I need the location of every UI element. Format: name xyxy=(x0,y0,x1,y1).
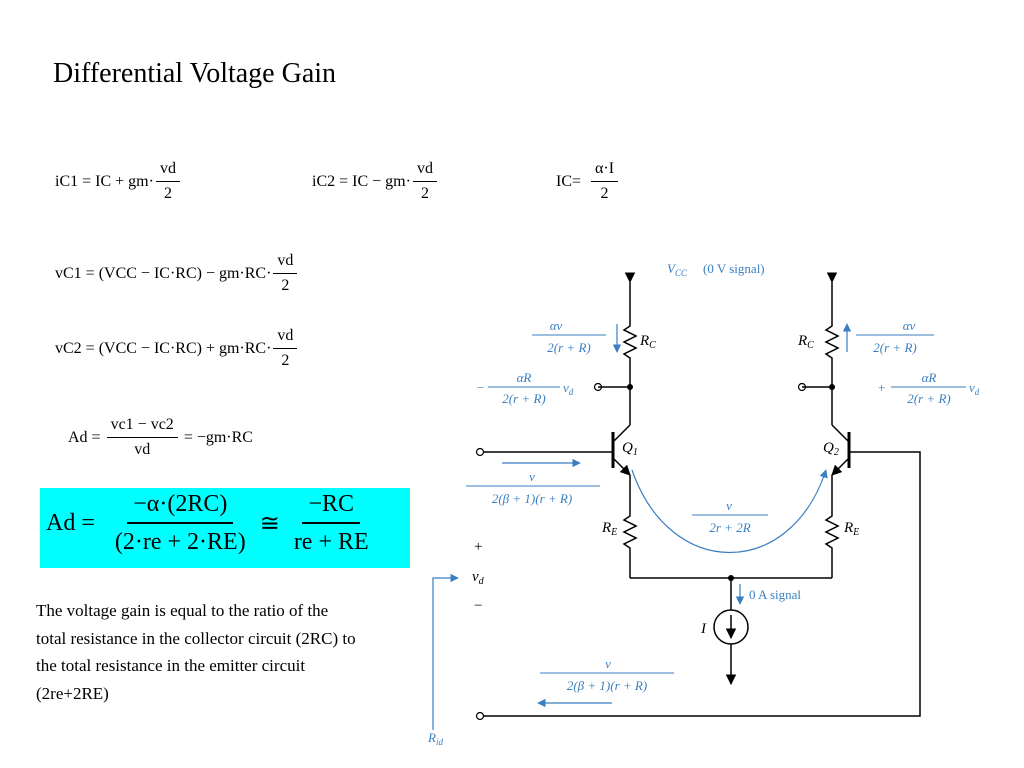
fraction-denominator: 2 xyxy=(281,277,290,294)
equation-highlight-fraction-2: −RC re + RE xyxy=(288,490,375,556)
label-vcc-signal: (0 V signal) xyxy=(703,261,765,276)
equation-vc2: vC2 = (VCC − IC·RC) + gm·RC· vd 2 xyxy=(55,327,299,370)
fraction-denominator: re + RE xyxy=(293,529,369,555)
equation-highlight-fraction-1: −α·(2RC) (2·re + 2·RE) xyxy=(109,490,252,556)
rid-arrow xyxy=(432,573,459,730)
blue-left-top-num: αv xyxy=(550,318,563,333)
blue-bottom-den: 2(β + 1)(r + R) xyxy=(567,678,647,693)
fraction-denominator: (2·re + 2·RE) xyxy=(114,529,246,555)
blue-right-mid-plus: + xyxy=(878,380,885,395)
label-rid: Rid xyxy=(427,730,443,747)
slide-title: Differential Voltage Gain xyxy=(53,58,337,89)
equation-vc2-fraction: vd 2 xyxy=(273,327,298,370)
fraction-numerator: −α·(2RC) xyxy=(127,490,234,524)
blue-left-mid-den: 2(r + R) xyxy=(502,391,545,406)
blue-left-mid-minus: − xyxy=(477,380,484,395)
label-rc-right: RC xyxy=(797,333,814,351)
blue-annotations: VCC (0 V signal) αv 2(r + R) − αR 2(r + … xyxy=(427,261,980,747)
fraction-numerator: vd xyxy=(273,252,298,274)
highlight-box xyxy=(40,488,410,568)
equation-ic-lhs: IC= xyxy=(556,172,582,190)
label-rc-left: RC xyxy=(639,333,656,351)
fraction-denominator: 2 xyxy=(281,352,290,369)
fraction-numerator: vd xyxy=(273,327,298,349)
equation-ad-lhs: Ad = xyxy=(68,428,101,446)
fraction-denominator: 2 xyxy=(600,185,609,202)
equation-ad-fraction: vc1 − vc2 vd xyxy=(106,416,178,459)
terminal-input-plus xyxy=(475,447,485,457)
blue-left-mid-num: αR xyxy=(517,370,532,385)
equation-vc2-lhs: vC2 = (VCC − IC·RC) + gm·RC· xyxy=(55,339,272,357)
equation-vc1: vC1 = (VCC − IC·RC) − gm·RC· vd 2 xyxy=(55,252,299,295)
equation-vc1-fraction: vd 2 xyxy=(273,252,298,295)
label-plus: + xyxy=(474,539,482,555)
blue-left-top-den: 2(r + R) xyxy=(547,340,590,355)
blue-right-top-den: 2(r + R) xyxy=(873,340,916,355)
emitter-current-arc xyxy=(631,469,828,553)
blue-base-num: v xyxy=(529,469,535,484)
label-minus: − xyxy=(474,598,482,614)
explanation-paragraph: The voltage gain is equal to the ratio o… xyxy=(36,601,356,703)
fraction-numerator: vd xyxy=(412,160,437,182)
equation-ic2: iC2 = IC − gm· vd 2 xyxy=(312,160,439,203)
fraction-numerator: α·I xyxy=(591,160,619,182)
fraction-denominator: 2 xyxy=(163,185,172,202)
equation-ic2-fraction: vd 2 xyxy=(412,160,437,203)
equation-vc1-lhs: vC1 = (VCC − IC·RC) − gm·RC· xyxy=(55,264,272,282)
blue-right-mid-den: 2(r + R) xyxy=(907,391,950,406)
equation-highlight-lhs: Ad = xyxy=(46,509,95,536)
equation-ad: Ad = vc1 − vc2 vd = −gm·RC xyxy=(68,416,253,459)
equation-ic2-lhs: iC2 = IC − gm· xyxy=(312,172,411,190)
equation-highlight: Ad = −α·(2RC) (2·re + 2·RE) ≅ −RC re + R… xyxy=(46,490,377,556)
blue-right-mid-num: αR xyxy=(922,370,937,385)
blue-emitter-num: v xyxy=(726,498,732,513)
blue-base-den: 2(β + 1)(r + R) xyxy=(492,491,572,506)
fraction-denominator: vd xyxy=(134,441,151,458)
fraction-numerator: −RC xyxy=(302,490,361,524)
equation-ic1-lhs: iC1 = IC + gm· xyxy=(55,172,154,190)
blue-left-mid-vd: vd xyxy=(563,380,574,397)
fraction-numerator: vd xyxy=(155,160,180,182)
label-current-source: I xyxy=(700,621,707,637)
label-vd-input: vd xyxy=(472,569,485,587)
equation-ad-rhs: = −gm·RC xyxy=(183,428,253,446)
blue-right-mid-vd: vd xyxy=(969,380,980,397)
blue-bottom-num: v xyxy=(605,656,611,671)
terminal-input-minus xyxy=(475,711,485,721)
blue-right-top-num: αv xyxy=(903,318,916,333)
node-emitter-bus xyxy=(728,575,734,581)
approx-symbol: ≅ xyxy=(259,510,280,537)
circuit-wires xyxy=(484,272,921,717)
label-q1: Q1 xyxy=(622,440,638,458)
equation-ic1-fraction: vd 2 xyxy=(155,160,180,203)
label-q2: Q2 xyxy=(823,440,839,458)
equation-ic: IC= α·I 2 xyxy=(556,160,620,203)
label-vcc: VCC xyxy=(667,261,688,278)
label-re-left: RE xyxy=(601,520,617,538)
label-zero-a-signal: 0 A signal xyxy=(749,587,801,602)
circuit-nodes xyxy=(627,384,835,581)
label-re-right: RE xyxy=(843,520,859,538)
equation-ic1: iC1 = IC + gm· vd 2 xyxy=(55,160,182,203)
equation-ic-fraction: α·I 2 xyxy=(591,160,619,203)
blue-emitter-den: 2r + 2R xyxy=(709,520,750,535)
fraction-denominator: 2 xyxy=(420,185,429,202)
fraction-numerator: vc1 − vc2 xyxy=(106,416,178,438)
